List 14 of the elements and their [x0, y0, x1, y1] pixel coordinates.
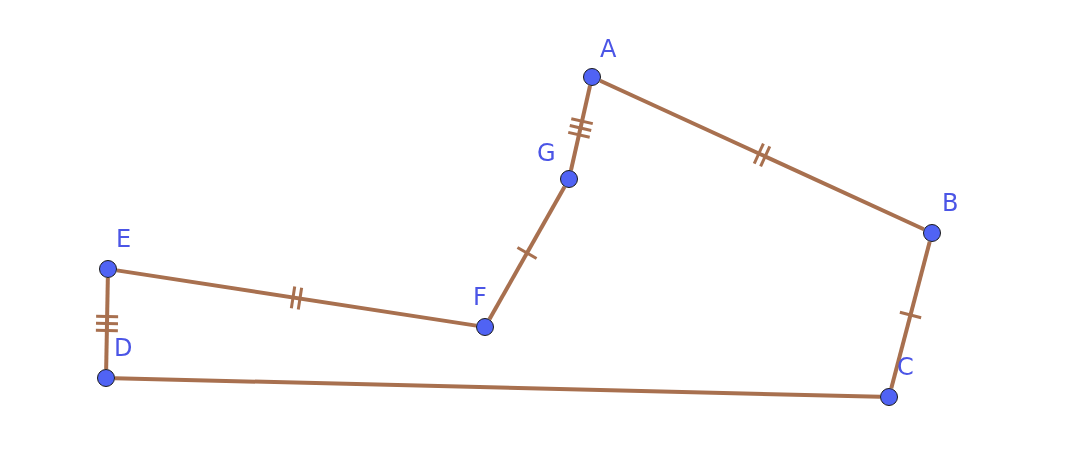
line-segment	[599, 78, 925, 232]
line-segment	[889, 241, 932, 389]
point-label: G	[537, 141, 556, 165]
point-label: A	[600, 37, 617, 61]
point-label: E	[116, 227, 132, 251]
line-segment	[104, 277, 110, 370]
point-label: C	[897, 355, 914, 379]
line-segment	[569, 85, 592, 171]
line-segment	[116, 268, 477, 328]
point-label: B	[942, 191, 959, 215]
point-label: F	[473, 285, 487, 309]
line-segment	[114, 376, 881, 399]
line-segment	[487, 185, 567, 321]
point-label: D	[114, 336, 133, 360]
